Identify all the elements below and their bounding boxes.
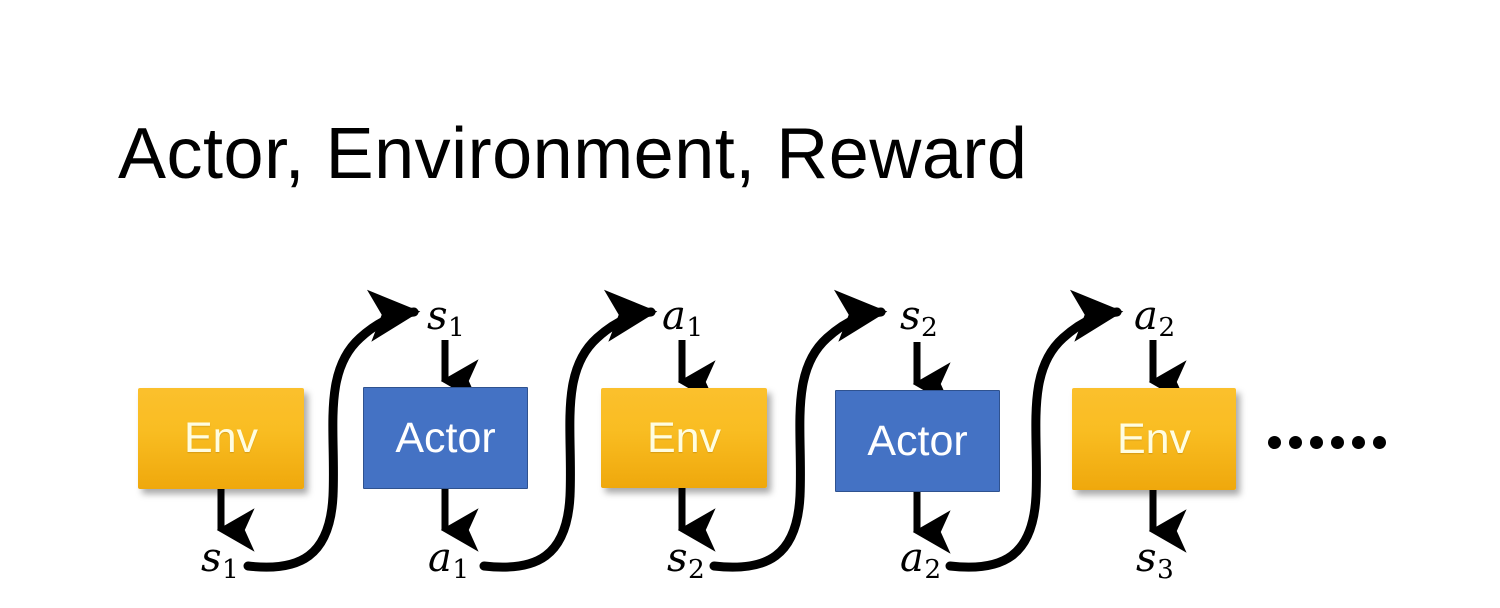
label-top-a1-var: a <box>662 293 686 339</box>
label-top-a2: a2 <box>1134 296 1175 342</box>
label-top-s2-sub: 2 <box>921 312 938 344</box>
label-bottom-s2-sub: 2 <box>688 554 705 586</box>
label-bottom-a1-sub: 1 <box>452 554 470 586</box>
label-top-s2: s2 <box>900 296 938 342</box>
label-top-s2-var: s <box>900 293 921 339</box>
ellipsis-dot <box>1310 436 1323 449</box>
label-bottom-a2-sub: 2 <box>924 554 942 586</box>
label-bottom-s3-var: s <box>1136 535 1157 581</box>
label-bottom-a1-var: a <box>428 535 452 581</box>
arrows-out-of-nodes <box>216 488 1187 554</box>
label-bottom-s3-sub: 3 <box>1157 554 1174 586</box>
label-bottom-a1: a1 <box>428 538 469 584</box>
node-env-3[interactable]: Env <box>1072 388 1236 490</box>
ellipsis-dot <box>1289 436 1302 449</box>
ellipsis-dot <box>1331 436 1344 449</box>
label-top-a2-var: a <box>1134 293 1158 339</box>
arrows-into-nodes <box>440 340 1187 406</box>
node-actor-1[interactable]: Actor <box>363 387 528 489</box>
label-bottom-a2: a2 <box>900 538 941 584</box>
label-top-s1-var: s <box>427 293 448 339</box>
label-top-a1-sub: 1 <box>686 312 704 344</box>
label-top-s1-sub: 1 <box>448 312 465 344</box>
label-bottom-s1-var: s <box>201 535 222 581</box>
label-top-a1: a1 <box>662 296 703 342</box>
node-actor-2[interactable]: Actor <box>835 390 1000 492</box>
ellipsis-dot <box>1373 436 1386 449</box>
label-bottom-a2-var: a <box>900 535 924 581</box>
node-env-1[interactable]: Env <box>138 388 304 489</box>
ellipsis-dot <box>1352 436 1365 449</box>
label-bottom-s1-sub: 1 <box>222 554 239 586</box>
label-bottom-s1: s1 <box>201 538 239 584</box>
label-top-a2-sub: 2 <box>1158 312 1176 344</box>
label-bottom-s3: s3 <box>1136 538 1174 584</box>
node-env-2[interactable]: Env <box>601 388 767 488</box>
ellipsis-continuation <box>1268 436 1386 449</box>
label-top-s1: s1 <box>427 296 465 342</box>
page-title: Actor, Environment, Reward <box>118 114 1028 194</box>
ellipsis-dot <box>1268 436 1281 449</box>
label-bottom-s2-var: s <box>667 535 688 581</box>
label-bottom-s2: s2 <box>667 538 705 584</box>
